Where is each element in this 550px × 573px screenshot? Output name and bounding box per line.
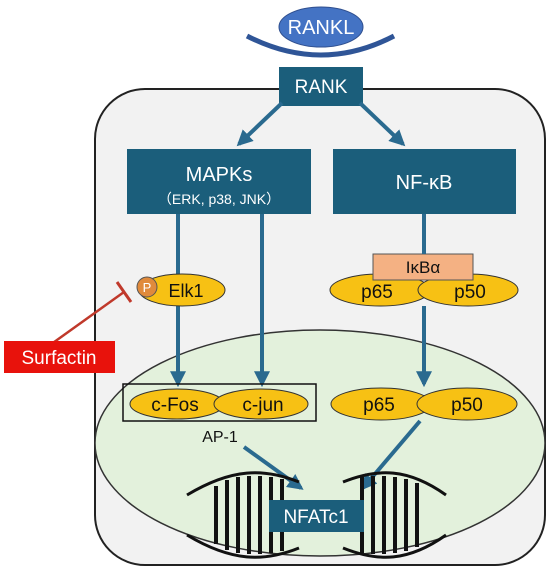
rankl-ellipse <box>278 6 364 48</box>
surfactin-box <box>4 341 115 373</box>
rankl-label: RANKL <box>288 17 355 39</box>
arrow-rank-nfkb <box>358 101 406 147</box>
p50-top-label: p50 <box>454 282 486 303</box>
mapks-subtitle: （ERK, p38, JNK） <box>158 191 280 207</box>
rank-receptor-cup <box>245 33 396 58</box>
phospho-circle <box>136 276 158 298</box>
phospho-label: P <box>143 280 152 295</box>
nfatc1-box <box>269 500 364 532</box>
p50-bottom-label: p50 <box>451 395 483 416</box>
ap1-label: AP-1 <box>202 429 238 446</box>
cjun-ellipse <box>213 388 309 420</box>
mapks-title: MAPKs <box>186 164 253 186</box>
ap1-box <box>122 383 317 422</box>
cjun-label: c-jun <box>242 395 283 416</box>
nucleus <box>94 329 546 557</box>
inhibition-bar <box>115 281 133 303</box>
arrow-rank-mapks <box>236 101 284 147</box>
rank-box <box>279 67 363 106</box>
p65-top-label: p65 <box>361 282 393 303</box>
p50-bottom-ellipse <box>416 387 518 421</box>
inhibition-line <box>49 290 125 347</box>
p65-bottom-label: p65 <box>363 395 395 416</box>
surfactin-label: Surfactin <box>22 348 97 369</box>
nfatc1-label: NFATc1 <box>283 507 348 528</box>
nfkb-box <box>333 149 516 214</box>
ikba-label: IκBα <box>406 258 441 277</box>
cfos-label: c-Fos <box>151 395 199 416</box>
dna-helix-icon <box>186 471 447 559</box>
elk1-label: Elk1 <box>168 281 203 301</box>
arrow-ap1-nfatc1 <box>242 445 304 490</box>
mapks-box <box>127 149 311 214</box>
rank-label: RANK <box>295 77 348 98</box>
nfkb-label: NF-κB <box>396 172 453 194</box>
